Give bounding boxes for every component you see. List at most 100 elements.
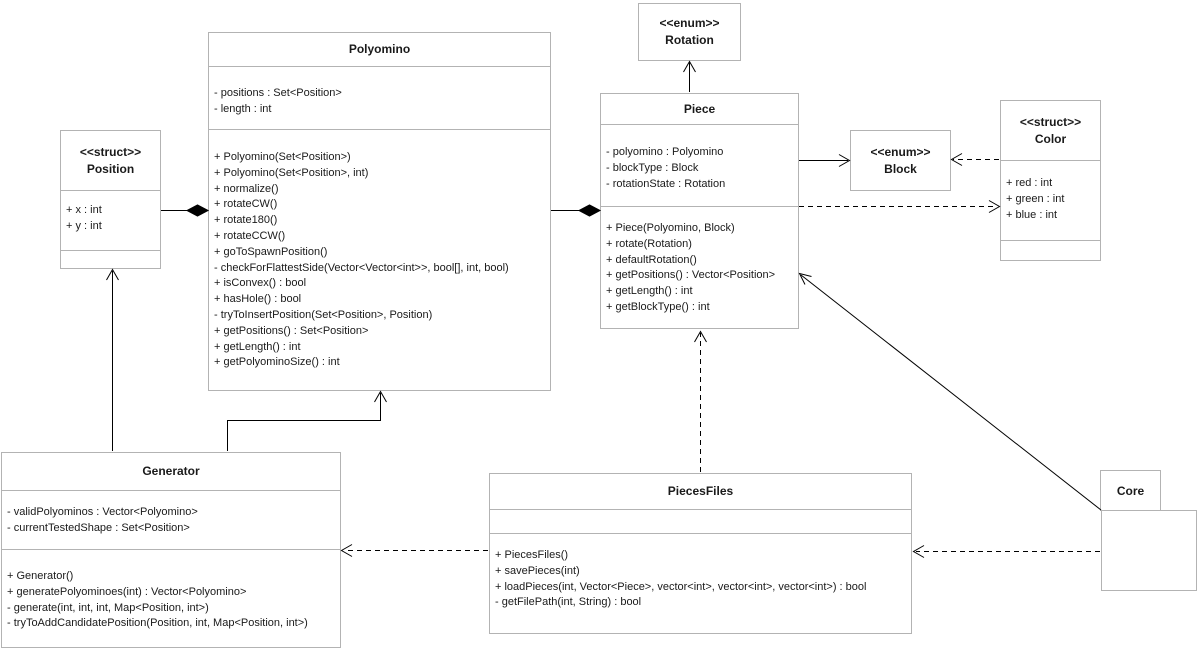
member-row: - tryToAddCandidatePosition(Position, in…: [7, 617, 308, 630]
open-arrowhead: [988, 200, 1001, 213]
class-title-polyomino: Polyomino: [209, 33, 550, 66]
class-block: <<enum>> Block: [850, 130, 951, 191]
class-piecesfiles: PiecesFiles + PiecesFiles() + savePieces(…: [489, 473, 912, 634]
class-name: Generator: [142, 464, 200, 478]
member-row: + isConvex() : bool: [214, 277, 307, 290]
member-row: - polyomino : Polyomino: [606, 146, 724, 158]
attributes-section-position: + x : int + y : int: [61, 190, 160, 250]
member-row: + goToSpawnPosition(): [214, 245, 328, 258]
member-row: + getPositions() : Set<Position>: [214, 324, 369, 337]
member-row: + Polyomino(Set<Position>): [214, 151, 351, 163]
class-stereotype: <<struct>>: [79, 144, 142, 159]
class-title-piecesfiles: PiecesFiles: [490, 474, 911, 509]
class-name: Piece: [683, 101, 716, 116]
member-row: + y : int: [66, 219, 102, 232]
member-row: - blockType : Block: [606, 161, 699, 174]
class-name: PiecesFiles: [667, 484, 734, 498]
dependency-piece-color: [799, 200, 1001, 213]
attributes-section-piecesfiles: [490, 509, 911, 533]
member-row: + normalize(): [214, 182, 279, 195]
class-rotation: <<enum>> Rotation: [638, 3, 741, 61]
package-core-body: [1101, 510, 1197, 591]
member-row: + Polyomino(Set<Position>, int): [214, 166, 369, 179]
member-row: + savePieces(int): [495, 564, 580, 577]
methods-section-generator: + Generator() + generatePolyominoes(int) …: [2, 549, 340, 647]
member-row: + green : int: [1006, 192, 1065, 205]
class-generator: Generator - validPolyominos : Vector<Pol…: [1, 452, 341, 648]
class-polyomino: Polyomino - positions : Set<Position> - l…: [208, 32, 551, 391]
member-row: + getPositions() : Vector<Position>: [606, 269, 776, 282]
attributes-section-generator: - validPolyominos : Vector<Polyomino> - c…: [2, 490, 340, 549]
member-row: + getLength() : int: [214, 340, 301, 353]
composition-diamond: [185, 204, 210, 217]
association-generator-polyomino: [227, 390, 387, 451]
class-position: <<struct>> Position + x : int + y : int: [60, 130, 161, 269]
methods-section-piecesfiles: + PiecesFiles() + savePieces(int) + loadPi…: [490, 533, 911, 633]
methods-section-position: [61, 250, 160, 268]
class-name: Polyomino: [348, 42, 411, 56]
association-piece-block: [799, 154, 851, 167]
member-row: - rotationState : Rotation: [606, 177, 726, 190]
association-generator-position: [106, 268, 119, 451]
open-arrowhead: [683, 60, 696, 73]
methods-section-color: [1001, 240, 1100, 260]
member-row: + hasHole() : bool: [214, 293, 302, 306]
composition-piece-polyomino: [551, 204, 602, 217]
member-row: + loadPieces(int, Vector<Piece>, vector<…: [495, 580, 867, 593]
member-row: + rotateCCW(): [214, 229, 286, 242]
class-piece: Piece - polyomino : Polyomino - blockType…: [600, 93, 799, 329]
open-arrowhead: [374, 390, 387, 403]
class-title-block: <<enum>> Block: [851, 131, 950, 190]
member-row: - length : int: [214, 102, 272, 115]
composition-diamond: [577, 204, 602, 217]
member-row: + Generator(): [7, 570, 74, 582]
member-row: - currentTestedShape : Set<Position>: [7, 521, 190, 534]
member-row: + getLength() : int: [606, 285, 693, 298]
member-row: + getPolyominoSize() : int: [214, 356, 340, 369]
class-color: <<struct>> Color + red : int + green : in…: [1000, 100, 1101, 261]
member-row: + PiecesFiles(): [495, 549, 569, 561]
package-name: Core: [1116, 483, 1145, 498]
dependency-color-block: [950, 153, 999, 166]
class-title-position: <<struct>> Position: [61, 131, 160, 190]
open-arrowhead: [694, 330, 707, 343]
member-row: - checkForFlattestSide(Vector<Vector<int…: [214, 261, 509, 274]
attributes-section-color: + red : int + green : int + blue : int: [1001, 160, 1100, 240]
methods-section-piece: + Piece(Polyomino, Block)+ rotate(Rotati…: [601, 206, 798, 328]
composition-polyomino-position: [161, 204, 210, 217]
member-row: - tryToInsertPosition(Set<Position>, Pos…: [214, 308, 433, 321]
open-arrowhead: [838, 154, 851, 167]
member-row: + rotateCW(): [214, 198, 278, 211]
member-row: + x : int: [66, 204, 102, 216]
dependency-core-piecesfiles: [912, 545, 1100, 558]
class-stereotype: <<struct>>: [1019, 114, 1082, 129]
open-arrowhead: [912, 545, 925, 558]
member-row: + rotate180(): [214, 214, 278, 227]
member-row: + getBlockType() : int: [606, 300, 710, 313]
association-piece-rotation: [683, 60, 696, 92]
methods-section-polyomino: + Polyomino(Set<Position>) + Polyomino(Se…: [209, 129, 550, 390]
class-name: Rotation: [665, 33, 714, 47]
dependency-piecesfiles-piece: [694, 330, 707, 472]
class-stereotype: <<enum>>: [659, 16, 720, 30]
class-title-generator: Generator: [2, 453, 340, 490]
member-row: + rotate(Rotation): [606, 237, 692, 250]
class-title-piece: Piece: [601, 94, 798, 124]
member-row: - getFilePath(int, String) : bool: [495, 596, 642, 609]
member-row: - validPolyominos : Vector<Polyomino>: [7, 506, 198, 518]
class-name: Block: [884, 161, 917, 176]
attributes-section-polyomino: - positions : Set<Position> - length : in…: [209, 66, 550, 129]
class-name: Position: [86, 161, 135, 176]
member-row: + defaultRotation(): [606, 253, 697, 266]
member-row: - positions : Set<Position>: [214, 87, 342, 99]
member-row: + blue : int: [1006, 208, 1058, 221]
member-row: + red : int: [1006, 177, 1053, 189]
attributes-section-piece: - polyomino : Polyomino - blockType : Blo…: [601, 124, 798, 206]
member-row: + generatePolyominoes(int) : Vector<Poly…: [7, 585, 247, 598]
open-arrowhead: [950, 153, 963, 166]
package-core-tab: Core: [1100, 470, 1161, 511]
dependency-piecesfiles-generator: [340, 544, 488, 557]
class-stereotype: <<enum>>: [870, 144, 931, 159]
class-title-color: <<struct>> Color: [1001, 101, 1100, 160]
